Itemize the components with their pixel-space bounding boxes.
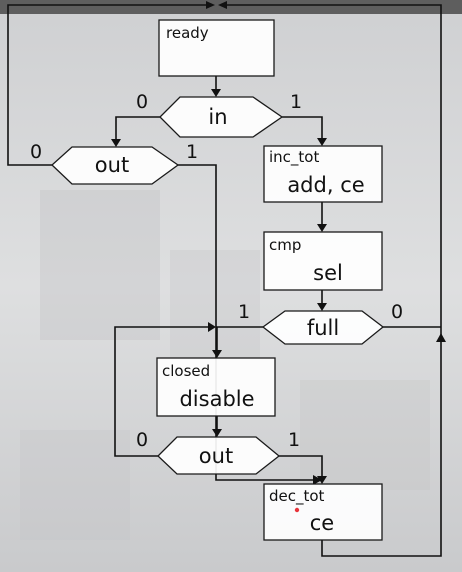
arrow-into-ready-right xyxy=(218,1,227,9)
decision-full-false-label: 0 xyxy=(391,301,403,323)
decision-out-1: out 0 1 xyxy=(30,141,198,185)
decision-out-1-true-label: 1 xyxy=(186,141,198,163)
arrow-up-right-loop xyxy=(436,333,446,342)
decision-out-2-true-label: 1 xyxy=(288,429,300,451)
arrow-into-out-1 xyxy=(111,139,121,147)
state-cmp: cmp sel xyxy=(263,231,383,291)
arrow-into-closed xyxy=(212,350,222,358)
decision-in-label: in xyxy=(208,105,227,129)
state-closed-action: disable xyxy=(179,387,254,411)
state-closed: closed disable xyxy=(156,357,276,417)
decision-out-1-false-label: 0 xyxy=(30,141,42,163)
decision-in-false-label: 0 xyxy=(136,91,148,113)
state-cmp-name: cmp xyxy=(269,236,301,254)
arrow-loop-into-closed xyxy=(208,322,216,332)
arrow-into-in xyxy=(211,89,221,97)
arrow-into-out-2 xyxy=(212,429,222,437)
decision-out-2-false-label: 0 xyxy=(136,429,148,451)
decision-full: full 1 0 xyxy=(238,301,403,345)
decision-out-2-label: out xyxy=(199,444,233,468)
state-ready: ready xyxy=(158,19,275,77)
arrow-into-ready-left xyxy=(206,1,215,9)
decision-in-true-label: 1 xyxy=(290,91,302,113)
state-ready-name: ready xyxy=(166,24,209,42)
state-closed-name: closed xyxy=(162,362,210,380)
arrow-heads xyxy=(111,1,446,485)
decision-full-true-label: 1 xyxy=(238,301,250,323)
arrow-into-dec-tot-left xyxy=(313,475,322,485)
decision-in: in 0 1 xyxy=(136,91,302,138)
pointer-dot xyxy=(294,507,300,513)
decision-out-2: out 0 1 xyxy=(136,429,300,475)
state-cmp-action: sel xyxy=(313,261,343,285)
state-dec-tot-action: ce xyxy=(310,511,334,535)
state-inc-tot-action: add, ce xyxy=(287,173,364,197)
arrow-into-dec-tot-top xyxy=(317,476,327,484)
decision-out-1-label: out xyxy=(95,153,129,177)
arrow-into-cmp xyxy=(317,224,327,232)
decision-full-label: full xyxy=(307,316,339,340)
state-inc-tot: inc_tot add, ce xyxy=(263,145,383,203)
state-dec-tot-name: dec_tot xyxy=(269,487,325,506)
arrow-into-inc-tot xyxy=(317,138,327,146)
arrow-into-full xyxy=(317,303,327,311)
state-dec-tot: dec_tot ce xyxy=(263,483,383,541)
state-inc-tot-name: inc_tot xyxy=(269,148,319,167)
